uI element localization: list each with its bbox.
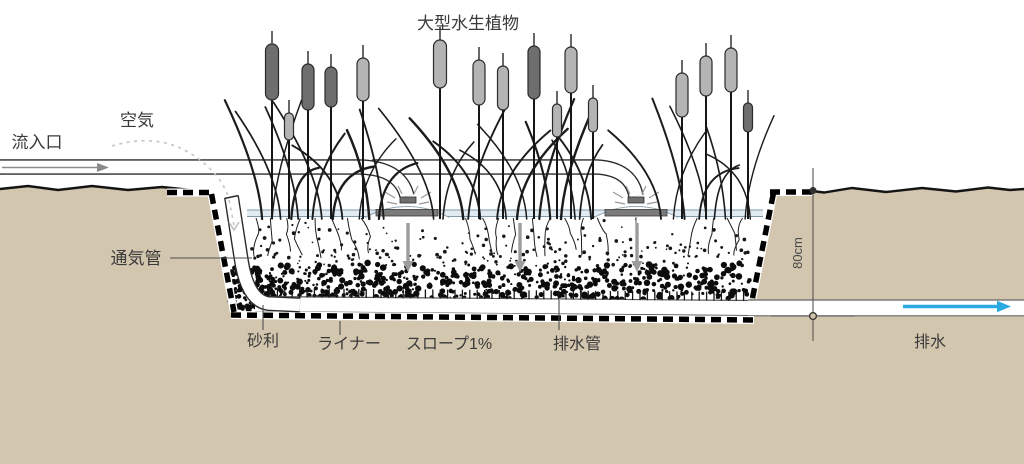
air-label: 空気 bbox=[120, 111, 154, 130]
nozzle-2 bbox=[627, 196, 645, 204]
slope-label: スロープ1% bbox=[406, 335, 492, 353]
liner-label: ライナー bbox=[317, 336, 381, 353]
air-flow-arrow bbox=[111, 139, 229, 197]
sand-layer bbox=[250, 218, 750, 268]
plant-roots bbox=[253, 217, 744, 260]
inflow-arrowhead bbox=[97, 163, 109, 172]
plant-stems bbox=[271, 27, 749, 219]
perforated-drain-pipe bbox=[254, 288, 754, 316]
distribution-plates bbox=[364, 205, 679, 218]
pipe-slot-ticks bbox=[269, 288, 745, 301]
ground bbox=[0, 184, 1024, 464]
outflow-arrowhead bbox=[997, 300, 1011, 313]
percolation-arrows bbox=[402, 223, 643, 272]
depth-dimension: 80cm bbox=[771, 168, 855, 341]
nozzle-1 bbox=[399, 196, 417, 204]
title-label: 大型水生植物 bbox=[417, 14, 519, 33]
outflow-label: 排水 bbox=[914, 333, 946, 351]
aquatic-plants bbox=[223, 27, 775, 260]
dimension-marker-bottom bbox=[808, 311, 818, 321]
cattail-heads bbox=[264, 39, 754, 141]
liner bbox=[167, 188, 812, 324]
dimension-marker-top bbox=[809, 187, 817, 194]
flow-arrows bbox=[2, 139, 1011, 313]
labels: 大型水生植物 流入口 空気 通気管 砂利 ライナー スロープ1% 排水管 排水 bbox=[12, 14, 947, 353]
gravel-label: 砂利 bbox=[247, 332, 279, 350]
air-arrowhead bbox=[228, 221, 240, 232]
depth-label: 80cm bbox=[790, 237, 805, 269]
ground-fill bbox=[0, 186, 1024, 464]
vent-pipe-label: 通気管 bbox=[111, 249, 162, 268]
drain-pipe-label: 排水管 bbox=[553, 335, 601, 353]
inlet-label: 流入口 bbox=[12, 133, 63, 152]
